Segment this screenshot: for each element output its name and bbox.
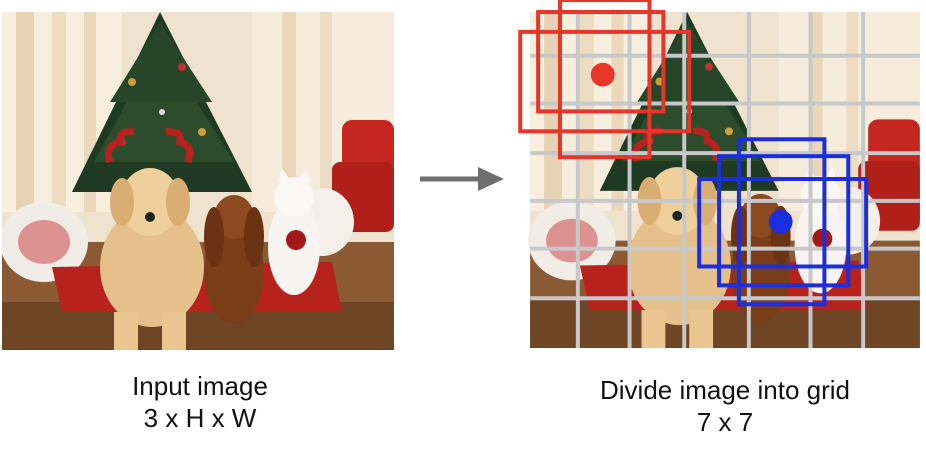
red-center-dot [590, 62, 615, 87]
grid-image [518, 0, 920, 348]
blue-anchor-boxes [697, 137, 869, 307]
grid-caption-line2: 7 x 7 [696, 407, 754, 437]
input-image-caption-line2: 3 x H x W [143, 403, 257, 433]
grid-caption: Divide image into grid 7 x 7 [555, 374, 895, 438]
right-arrow-icon [420, 167, 504, 191]
grid-caption-line1: Divide image into grid [599, 375, 850, 405]
red-anchor-boxes [518, 0, 692, 160]
blue-center-dot [768, 209, 793, 234]
input-image [2, 12, 394, 350]
input-image-caption: Input image 3 x H x W [60, 370, 340, 434]
input-image-caption-line1: Input image [132, 371, 268, 401]
